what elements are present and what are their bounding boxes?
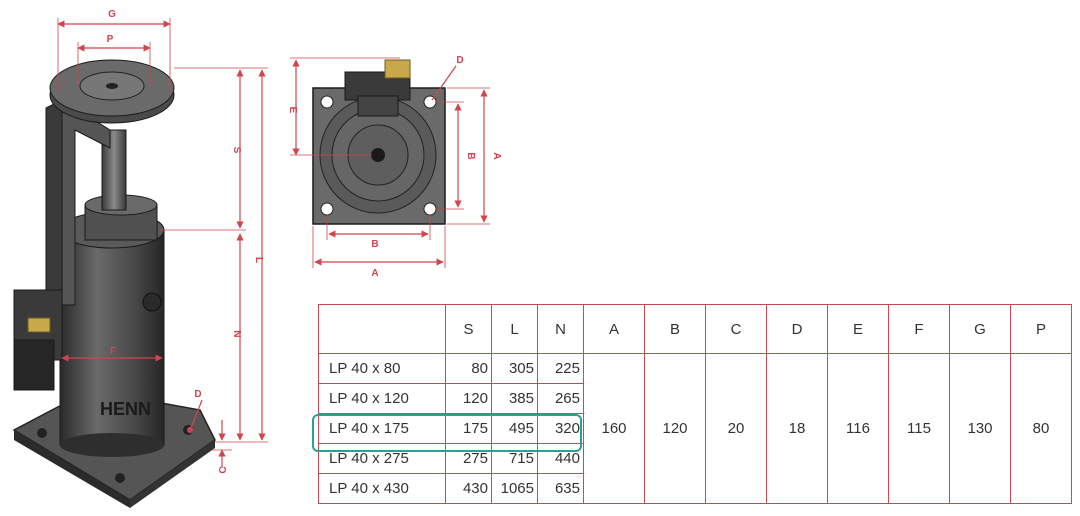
header-cell: B	[644, 304, 706, 354]
c-cell: 20	[705, 353, 767, 504]
brand-text: HENN	[100, 399, 151, 419]
header-cell: L	[491, 304, 538, 354]
top-dim-label-a-horizontal: A	[371, 268, 378, 279]
front-dimensions	[57, 18, 268, 468]
spec-table: S L N A B C D E F G P LP 40 x 80 80 305 …	[318, 304, 1072, 504]
top-dim-label-a-vertical: A	[491, 152, 502, 159]
header-cell: N	[537, 304, 584, 354]
s-cell: 430	[445, 473, 492, 504]
model-cell: LP 40 x 430	[318, 473, 446, 504]
dim-label-f: F	[110, 346, 116, 357]
s-cell: 275	[445, 443, 492, 474]
s-cell: 120	[445, 383, 492, 414]
dim-label-p: P	[107, 34, 114, 45]
header-cell: G	[949, 304, 1011, 354]
p-cell: 80	[1010, 353, 1072, 504]
top-dim-label-b-vertical: B	[465, 152, 476, 159]
table-row: LP 40 x 80 80 305 225 160 120 20 18 116 …	[318, 353, 1072, 504]
header-cell: S	[445, 304, 492, 354]
dim-label-d: D	[194, 389, 201, 400]
n-cell: 225	[537, 353, 584, 384]
table-row: LP 40 x 120 120 385 265	[318, 383, 1072, 414]
n-cell: 265	[537, 383, 584, 414]
header-cell: P	[1010, 304, 1072, 354]
top-dim-label-e: E	[287, 107, 298, 114]
front-view: HENN	[12, 59, 216, 508]
dim-label-n: N	[231, 330, 242, 337]
header-cell: F	[888, 304, 950, 354]
header-cell: E	[827, 304, 889, 354]
a-cell: 160	[583, 353, 645, 504]
table-row-highlighted: LP 40 x 175 175 495 320	[318, 413, 1072, 444]
header-cell: A	[583, 304, 645, 354]
g-cell: 130	[949, 353, 1011, 504]
top-view	[312, 59, 446, 225]
d-cell: 18	[766, 353, 828, 504]
l-cell: 1065	[491, 473, 538, 504]
f-cell: 115	[888, 353, 950, 504]
n-cell: 635	[537, 473, 584, 504]
header-cell: D	[766, 304, 828, 354]
table-header-row: S L N A B C D E F G P	[318, 304, 1072, 354]
b-cell: 120	[644, 353, 706, 504]
top-dim-label-d: D	[456, 55, 463, 66]
top-dimensions	[290, 57, 490, 268]
dim-label-l: L	[253, 257, 264, 263]
l-cell: 385	[491, 383, 538, 414]
table-row: LP 40 x 430 430 1065 635	[318, 473, 1072, 504]
model-cell: LP 40 x 120	[318, 383, 446, 414]
row-highlight-box	[312, 414, 582, 452]
e-cell: 116	[827, 353, 889, 504]
header-cell: C	[705, 304, 767, 354]
l-cell: 305	[491, 353, 538, 384]
s-cell: 80	[445, 353, 492, 384]
header-cell	[318, 304, 446, 354]
dim-label-c: C	[218, 466, 229, 473]
model-cell: LP 40 x 80	[318, 353, 446, 384]
dim-label-s: S	[231, 147, 242, 154]
top-dim-label-b-horizontal: B	[371, 239, 378, 250]
model-cell: LP 40 x 275	[318, 443, 446, 474]
dim-label-g: G	[108, 9, 116, 20]
